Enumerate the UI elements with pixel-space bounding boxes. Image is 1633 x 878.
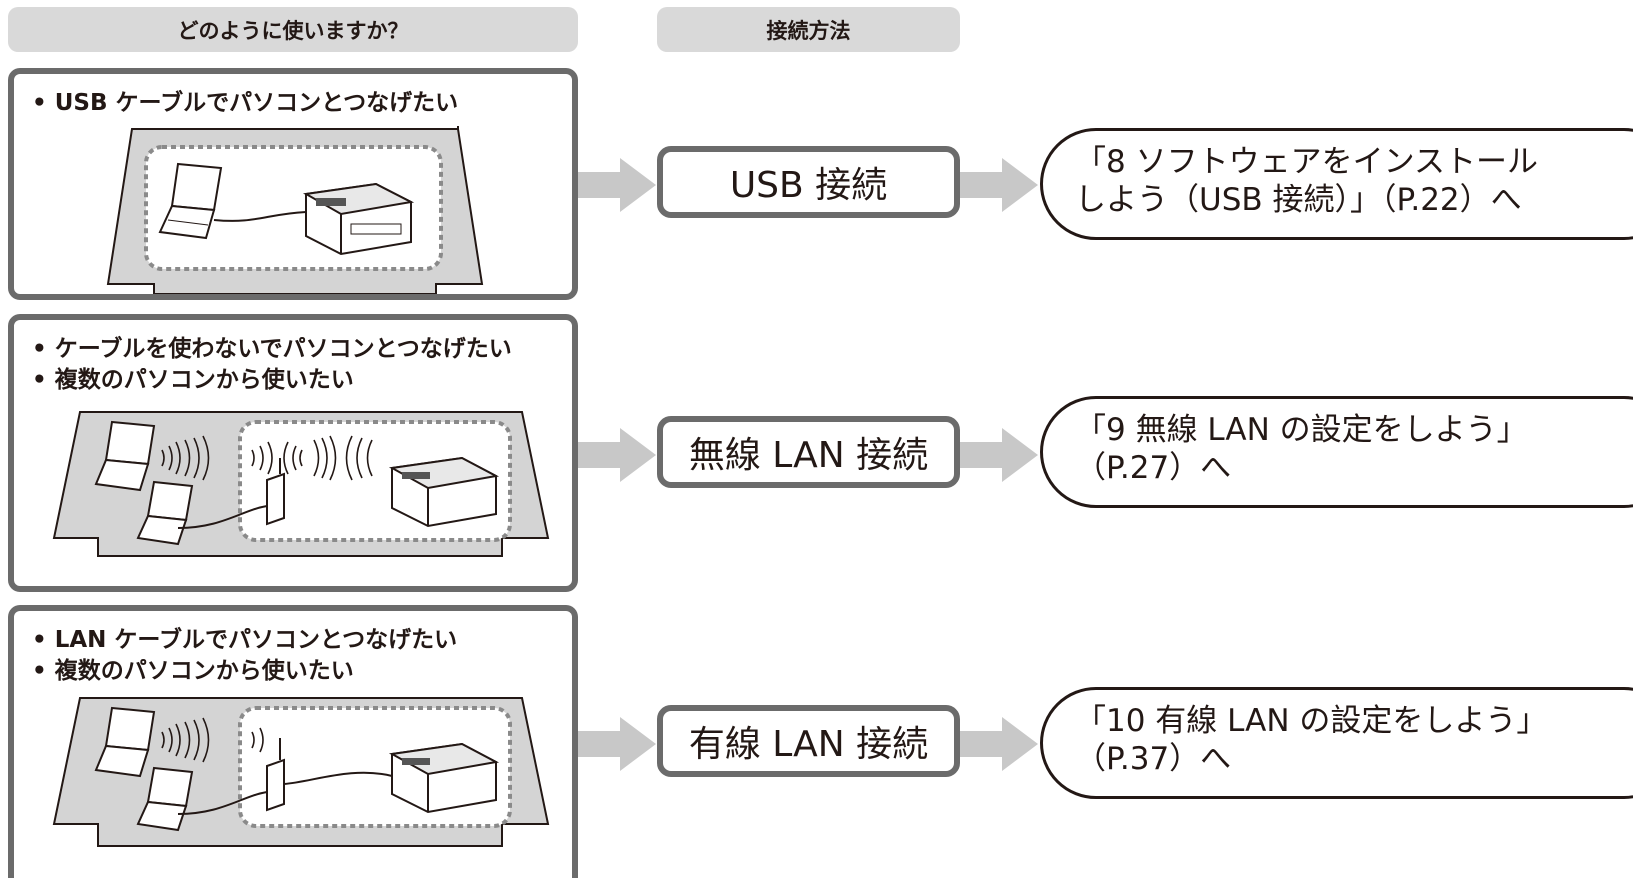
destination-line: （P.27）へ (1075, 450, 1232, 486)
wireless-waves-icon (161, 435, 373, 481)
printer-icon (302, 182, 415, 256)
connection-wired: 有線 LAN 接続 (657, 705, 960, 777)
usage-header-label: どのように使いますか？ (177, 18, 409, 43)
usage-bullet: 複数のパソコンから使いたい (32, 365, 512, 396)
arrow-icon (960, 717, 1038, 771)
usage-panel-wired: LAN ケーブルでパソコンとつなげたい 複数のパソコンから使いたい (8, 605, 578, 878)
usage-panel-wireless: ケーブルを使わないでパソコンとつなげたい 複数のパソコンから使いたい (8, 314, 578, 592)
usage-bullets: ケーブルを使わないでパソコンとつなげたい 複数のパソコンから使いたい (32, 334, 512, 396)
connection-wireless: 無線 LAN 接続 (657, 416, 960, 488)
wireless-waves-icon (161, 717, 264, 763)
destination-box: 「9 無線 LAN の設定をしよう」 （P.27）へ (1040, 396, 1633, 508)
arrow-icon (960, 158, 1038, 212)
connection-label: 有線 LAN 接続 (688, 724, 929, 765)
laptop-icon (136, 766, 194, 832)
wireless-house-illustration (52, 411, 550, 557)
destination-wireless: 「9 無線 LAN の設定をしよう」 （P.27）へ (1040, 396, 1633, 508)
usage-bullets: USB ケーブルでパソコンとつなげたい (32, 88, 458, 119)
wired-house-illustration (52, 697, 550, 847)
usage-panel-usb: USB ケーブルでパソコンとつなげたい (8, 68, 578, 300)
destination-line: 「9 無線 LAN の設定をしよう」 (1075, 412, 1528, 448)
connection-usb: USB 接続 (657, 146, 960, 218)
laptop-icon (136, 480, 194, 546)
usage-bullet: LAN ケーブルでパソコンとつなげたい (32, 625, 457, 656)
arrow-icon (578, 717, 656, 771)
destination-box: 「10 有線 LAN の設定をしよう」 （P.37）へ (1040, 687, 1633, 799)
connection-label: 無線 LAN 接続 (688, 435, 929, 476)
destination-box: 「8 ソフトウェアをインストール しよう（USB 接続）」（P.22）へ (1040, 128, 1633, 240)
usage-bullets: LAN ケーブルでパソコンとつなげたい 複数のパソコンから使いたい (32, 625, 457, 687)
method-header-label: 接続方法 (766, 18, 851, 43)
method-header: 接続方法 (657, 7, 960, 52)
laptop-icon (158, 162, 223, 240)
destination-line: 「10 有線 LAN の設定をしよう」 (1075, 703, 1548, 739)
destination-line: しよう（USB 接続）」（P.22）へ (1075, 182, 1522, 218)
destination-line: （P.37）へ (1075, 741, 1232, 777)
router-icon (266, 738, 285, 812)
usage-header: どのように使いますか？ (8, 7, 578, 52)
destination-usb: 「8 ソフトウェアをインストール しよう（USB 接続）」（P.22）へ (1040, 128, 1633, 240)
laptop-icon (94, 420, 156, 492)
laptop-icon (94, 706, 156, 778)
printer-icon (388, 456, 500, 528)
usage-bullet: ケーブルを使わないでパソコンとつなげたい (32, 334, 512, 365)
arrow-icon (578, 158, 656, 212)
arrow-icon (578, 428, 656, 482)
usb-house-illustration (106, 126, 484, 294)
destination-wired: 「10 有線 LAN の設定をしよう」 （P.37）へ (1040, 687, 1633, 799)
router-icon (266, 458, 285, 526)
usage-bullet: 複数のパソコンから使いたい (32, 656, 457, 687)
connection-label: USB 接続 (729, 165, 888, 206)
arrow-icon (960, 428, 1038, 482)
printer-icon (388, 742, 500, 814)
usage-bullet: USB ケーブルでパソコンとつなげたい (32, 88, 458, 119)
destination-line: 「8 ソフトウェアをインストール (1075, 144, 1538, 180)
